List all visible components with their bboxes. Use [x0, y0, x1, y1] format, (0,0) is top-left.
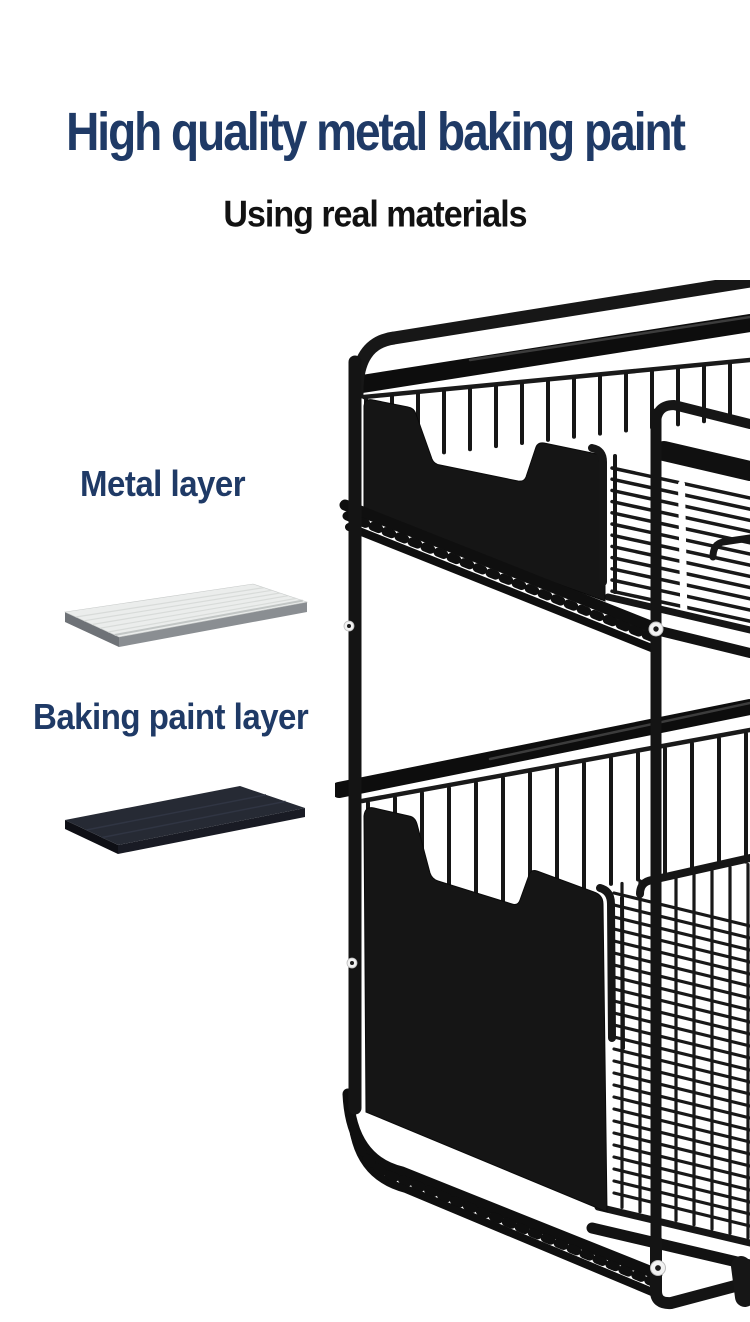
eyelet-screws [343, 620, 666, 1276]
metal-sheet-illustration [63, 583, 309, 647]
metal-layer-label: Metal layer [80, 463, 246, 504]
page-title: High quality metal baking paint [66, 101, 686, 162]
baking-paint-layer-label: Baking paint layer [33, 696, 309, 737]
lower-drawer-front-panel [363, 807, 608, 1213]
page-subtitle: Using real materials [223, 194, 527, 236]
product-rack-illustration [335, 280, 750, 1310]
baking-paint-sheet-illustration [65, 786, 305, 854]
